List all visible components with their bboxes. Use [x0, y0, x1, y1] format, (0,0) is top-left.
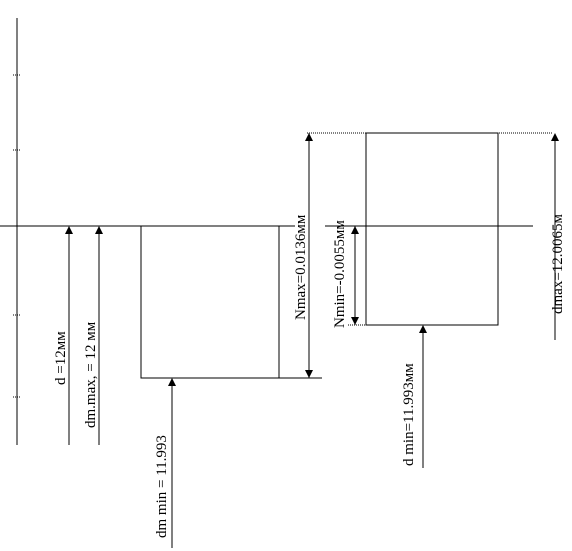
label-n-max: Nmax=0.0136мм — [293, 214, 309, 320]
tolerance-field-right — [365, 132, 499, 326]
label-dm-max: dm.max, = 12 мм — [83, 321, 99, 428]
d-min-leader-arrow — [419, 325, 427, 333]
nmin-arrow-bottom — [351, 317, 359, 325]
label-n-min: Nmin=-0.0055мм — [332, 220, 348, 328]
dmax-leader-arrow — [551, 133, 559, 141]
label-dm-min: dm min = 11.993 — [154, 435, 170, 538]
label-d: d =12мм — [53, 331, 69, 385]
nmax-arrow-top — [305, 133, 313, 141]
dm-min-leader-arrow — [168, 378, 176, 386]
nmax-arrow-bottom — [305, 370, 313, 378]
label-d-max: dmax=12.0065м — [550, 213, 566, 314]
d-leader-arrow — [65, 226, 73, 234]
nmin-arrow-top — [351, 226, 359, 234]
label-d-min: d min=11.993мм — [401, 363, 417, 466]
dm-max-leader-arrow — [95, 226, 103, 234]
tolerance-field-left — [140, 225, 280, 379]
